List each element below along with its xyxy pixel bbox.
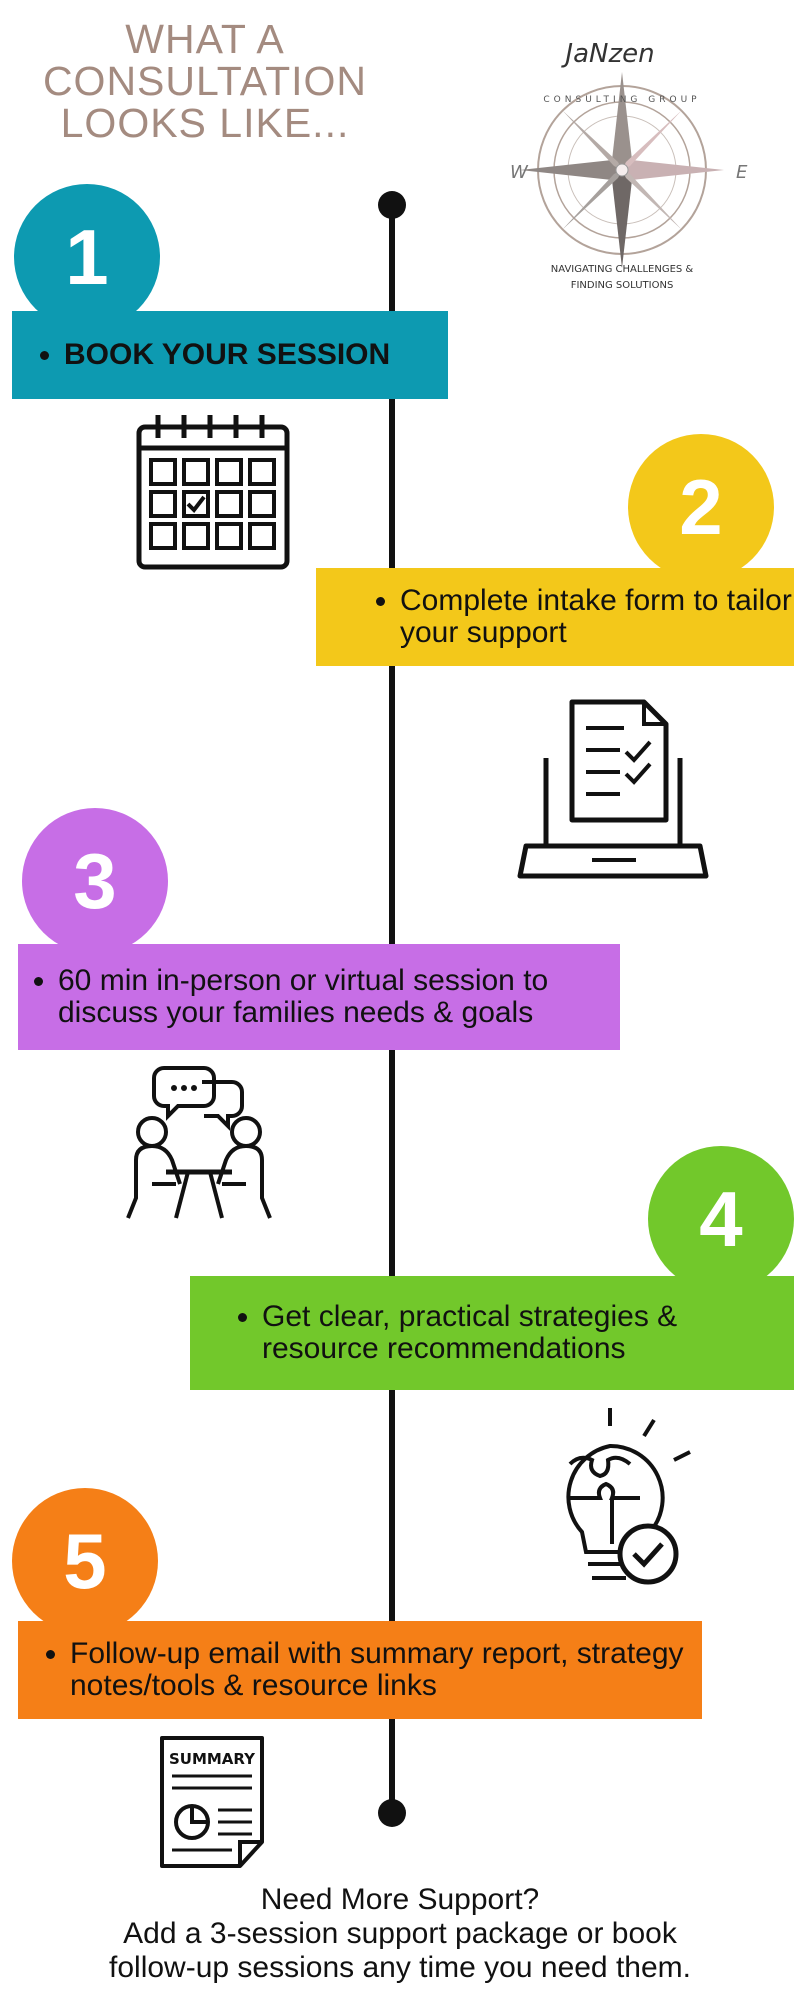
footer-line: follow-up sessions any time you need the… (109, 1951, 691, 1984)
step-3-text: 60 min in-person or virtual session to d… (58, 965, 620, 1029)
step-5-banner: Follow-up email with summary report, str… (18, 1621, 702, 1719)
step-1-number-badge: 1 (14, 184, 160, 330)
timeline-end-dot (378, 1799, 406, 1827)
step-1-text: BOOK YOUR SESSION (64, 339, 390, 371)
meeting-icon (126, 1066, 272, 1219)
company-logo: JaNzen CONSULTING GROUP W E NAVIGATING C… (510, 39, 748, 291)
logo-brand: JaNzen (560, 39, 654, 69)
title-line: WHAT A (125, 16, 285, 62)
laptop-document-icon (517, 699, 709, 879)
footer-line: Add a 3-session support package or book (123, 1917, 677, 1950)
title-line: LOOKS LIKE... (60, 100, 350, 146)
timeline-start-dot (378, 191, 406, 219)
step-2-text: Complete intake form to tailor your supp… (400, 585, 794, 649)
step-5-number: 5 (63, 1516, 107, 1605)
logo-east: E (736, 162, 748, 183)
step-4-banner: Get clear, practical strategies & resour… (190, 1276, 794, 1390)
footer-heading: Need More Support? (260, 1883, 540, 1916)
step-1-number: 1 (65, 212, 109, 301)
title-line: CONSULTATION (42, 58, 368, 104)
summary-icon-label: SUMMARY (169, 1750, 256, 1768)
step-4-number: 4 (699, 1174, 743, 1263)
logo-tagline-2: FINDING SOLUTIONS (571, 280, 674, 291)
step-3-number: 3 (73, 836, 117, 925)
logo-tagline-1: NAVIGATING CHALLENGES & (551, 264, 694, 275)
step-1-banner: BOOK YOUR SESSION (12, 311, 448, 399)
step-2-banner: Complete intake form to tailor your supp… (316, 568, 794, 666)
puzzle-lightbulb-icon (566, 1408, 691, 1585)
calendar-icon (136, 415, 290, 570)
logo-ring-text: CONSULTING GROUP (543, 95, 700, 105)
step-5-text: Follow-up email with summary report, str… (70, 1638, 702, 1702)
page-title: WHAT A CONSULTATION LOOKS LIKE... (20, 18, 390, 144)
summary-report-icon: SUMMARY (160, 1736, 264, 1868)
step-4-number-badge: 4 (648, 1146, 794, 1292)
logo-west: W (510, 162, 529, 183)
step-3-banner: 60 min in-person or virtual session to d… (18, 944, 620, 1050)
step-5-number-badge: 5 (12, 1488, 158, 1634)
footer-cta: Need More Support? Add a 3-session suppo… (0, 1883, 800, 1985)
step-4-text: Get clear, practical strategies & resour… (262, 1301, 794, 1365)
step-2-number: 2 (679, 462, 723, 551)
step-3-number-badge: 3 (22, 808, 168, 954)
step-2-number-badge: 2 (628, 434, 774, 580)
